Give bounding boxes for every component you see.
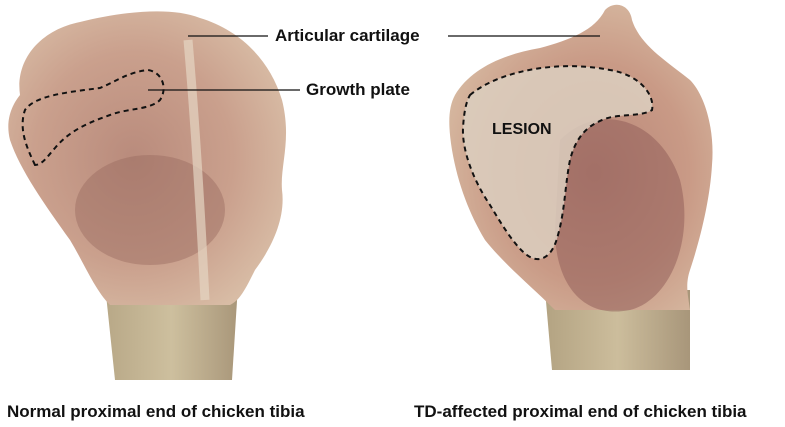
normal-tibia-caption: Normal proximal end of chicken tibia [7, 402, 305, 421]
articular-cartilage-label: Articular cartilage [275, 26, 420, 45]
lesion-label: LESION [492, 121, 552, 138]
normal-tibia [8, 11, 287, 380]
affected-tibia-marrow [555, 119, 685, 312]
growth-plate-label: Growth plate [306, 80, 410, 99]
normal-tibia-head [8, 11, 287, 305]
affected-tibia-caption: TD-affected proximal end of chicken tibi… [414, 402, 747, 421]
normal-tibia-shaft [105, 285, 238, 380]
lesion-area [462, 66, 653, 260]
affected-tibia [449, 4, 713, 370]
normal-tibia-ridge [183, 39, 210, 301]
normal-tibia-marrow [75, 155, 225, 265]
growth-plate-outline [21, 68, 165, 167]
